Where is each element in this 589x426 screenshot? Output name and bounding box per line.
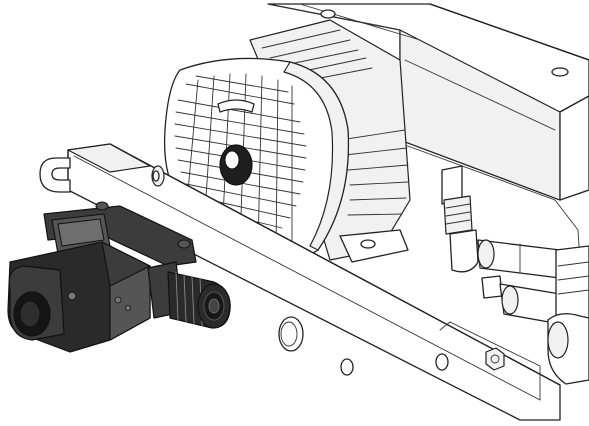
- hex-nut: [485, 347, 505, 371]
- mounting-hole-small: [340, 358, 354, 376]
- lifting-eye: [39, 157, 71, 193]
- upper-block-housing: [267, 3, 589, 261]
- cable-gland: [147, 261, 231, 329]
- mounting-rail: [39, 143, 561, 421]
- mounting-hole-large: [278, 316, 304, 352]
- hose-fittings: [441, 165, 589, 385]
- electrical-connector-plug: [7, 201, 197, 353]
